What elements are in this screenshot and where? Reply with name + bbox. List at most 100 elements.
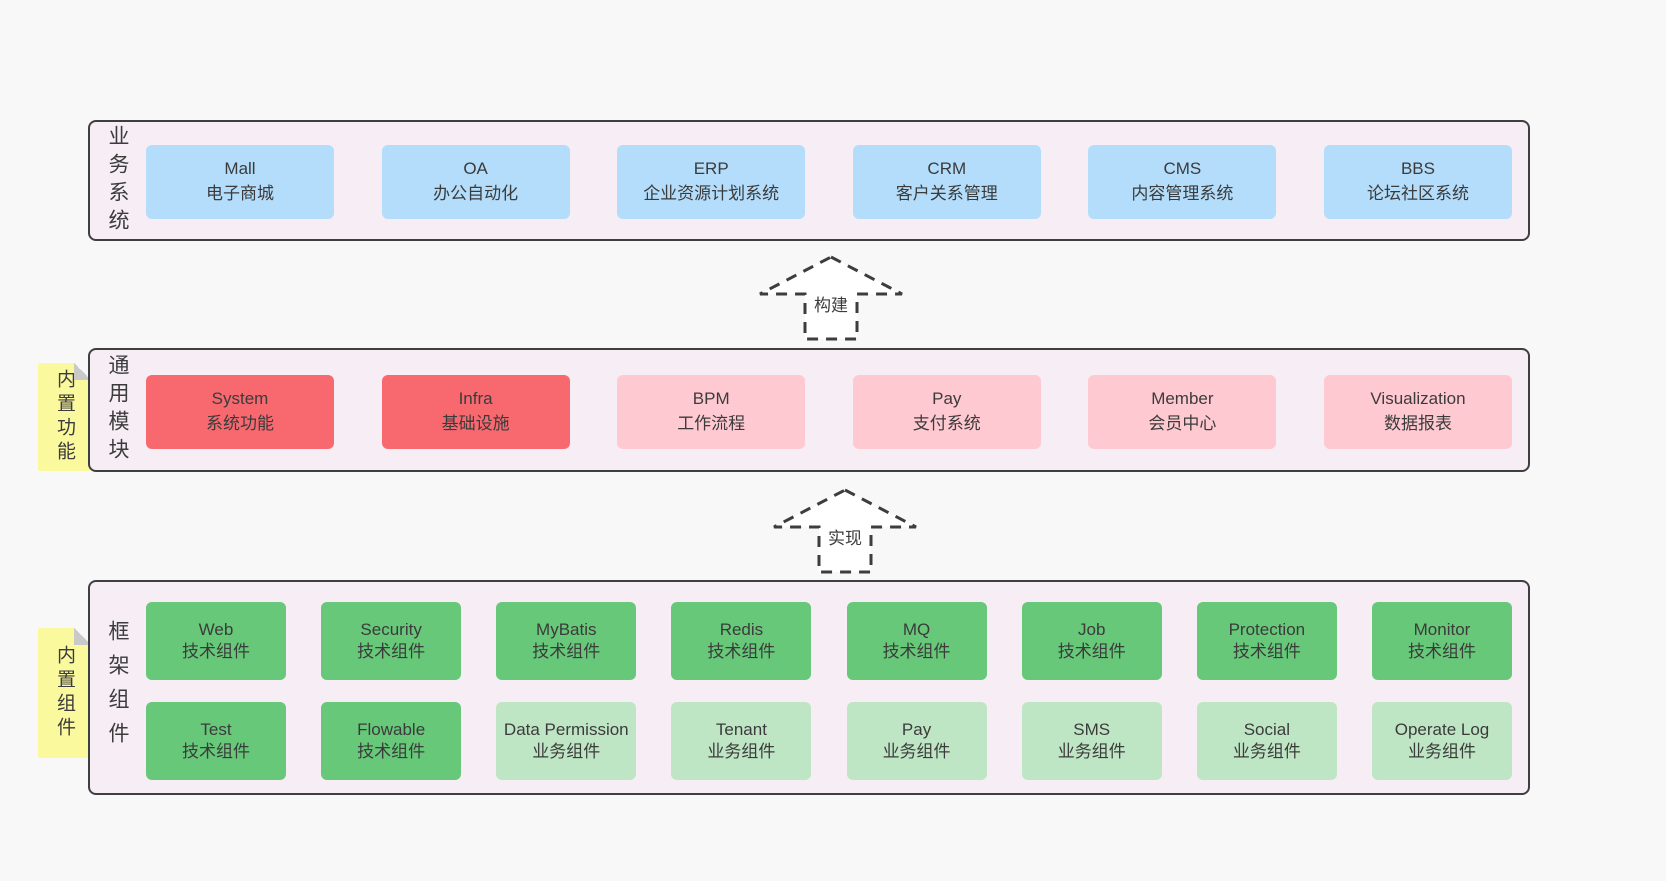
box-name: BPM	[692, 389, 730, 409]
box-desc: 技术组件	[182, 642, 250, 661]
framework-row-2: Test 技术组件 Flowable 技术组件 Data Permission …	[146, 702, 1512, 780]
box-bbs: BBS 论坛社区系统	[1323, 145, 1512, 219]
box-name: Visualization	[1370, 389, 1466, 409]
sticky-tab-label: 内置组件	[54, 645, 75, 741]
box-desc: 电子商城	[206, 184, 274, 203]
box-redis: Redis 技术组件	[671, 602, 812, 680]
implement-arrow: 实现	[773, 488, 917, 574]
box-name: Mall	[224, 159, 256, 179]
box-desc: 技术组件	[1407, 642, 1476, 661]
box-tenant: Tenant 业务组件	[671, 702, 812, 780]
box-desc: 企业资源计划系统	[643, 184, 780, 203]
business-systems-row: Mall 电子商城 OA 办公自动化 ERP 企业资源计划系统 CRM 客户关系…	[146, 145, 1512, 219]
framework-components-section: 框架组件 Web 技术组件 Security 技术组件 MyBatis 技术组件…	[88, 580, 1530, 795]
box-name: Infra	[458, 389, 493, 409]
section-label-framework: 框架组件	[106, 619, 129, 756]
box-pay-module: Pay 支付系统	[852, 375, 1041, 449]
sticky-tab-builtin-components: 内置组件	[38, 628, 91, 758]
box-desc: 技术组件	[882, 642, 951, 661]
box-desc: 业务组件	[882, 742, 951, 761]
build-arrow: 构建	[759, 255, 903, 341]
box-oa: OA 办公自动化	[381, 145, 570, 219]
sticky-tab-label: 内置功能	[54, 369, 75, 465]
up-arrow-shape	[773, 488, 917, 574]
box-name: BBS	[1400, 159, 1435, 179]
box-pay-component: Pay 业务组件	[846, 702, 987, 780]
build-arrow-label: 构建	[814, 296, 848, 315]
box-desc: 论坛社区系统	[1366, 184, 1469, 203]
box-mall: Mall 电子商城	[146, 145, 334, 219]
box-sms: SMS 业务组件	[1021, 702, 1162, 780]
implement-arrow-label: 实现	[828, 529, 862, 548]
box-data-permission: Data Permission 业务组件	[496, 702, 637, 780]
box-name: Pay	[901, 719, 932, 739]
box-desc: 技术组件	[182, 742, 250, 761]
sticky-tab-builtin-features: 内置功能	[38, 363, 91, 471]
box-mybatis: MyBatis 技术组件	[496, 602, 637, 680]
box-desc: 业务组件	[707, 742, 776, 761]
box-name: CRM	[927, 159, 967, 179]
box-name: Protection	[1228, 619, 1306, 639]
box-name: Web	[198, 619, 234, 639]
box-name: Security	[360, 619, 422, 639]
framework-row-1: Web 技术组件 Security 技术组件 MyBatis 技术组件 Redi…	[146, 602, 1512, 680]
box-desc: 办公自动化	[433, 184, 519, 203]
box-cms: CMS 内容管理系统	[1088, 145, 1277, 219]
box-name: CMS	[1163, 159, 1202, 179]
box-desc: 支付系统	[912, 414, 981, 433]
box-web: Web 技术组件	[146, 602, 286, 680]
box-flowable: Flowable 技术组件	[321, 702, 462, 780]
box-desc: 工作流程	[677, 414, 746, 433]
section-label-business: 业务系统	[106, 124, 129, 237]
box-desc: 技术组件	[357, 642, 426, 661]
box-desc: 技术组件	[1232, 642, 1301, 661]
box-desc: 技术组件	[532, 642, 601, 661]
box-name: OA	[463, 159, 488, 179]
box-job: Job 技术组件	[1021, 602, 1162, 680]
up-arrow-shape	[759, 255, 903, 341]
box-infra: Infra 基础设施	[381, 375, 570, 449]
box-desc: 业务组件	[1407, 742, 1476, 761]
box-operate-log: Operate Log 业务组件	[1371, 702, 1512, 780]
box-desc: 业务组件	[532, 742, 601, 761]
box-system: System 系统功能	[146, 375, 334, 449]
box-visualization: Visualization 数据报表	[1323, 375, 1512, 449]
box-name: MQ	[902, 619, 931, 639]
box-name: Flowable	[357, 719, 426, 739]
box-monitor: Monitor 技术组件	[1371, 602, 1512, 680]
box-social: Social 业务组件	[1196, 702, 1337, 780]
box-protection: Protection 技术组件	[1196, 602, 1337, 680]
box-test: Test 技术组件	[146, 702, 286, 780]
business-systems-section: 业务系统 Mall 电子商城 OA 办公自动化 ERP 企业资源计划系统 CRM…	[88, 120, 1530, 241]
box-name: Tenant	[715, 719, 767, 739]
box-desc: 数据报表	[1383, 414, 1452, 433]
box-desc: 客户关系管理	[895, 184, 998, 203]
box-name: System	[211, 389, 269, 409]
box-name: SMS	[1073, 719, 1111, 739]
section-label-modules: 通用模块	[106, 354, 129, 466]
box-desc: 系统功能	[206, 414, 274, 433]
box-security: Security 技术组件	[321, 602, 462, 680]
box-name: Job	[1077, 619, 1106, 639]
box-name: Redis	[719, 619, 764, 639]
box-desc: 技术组件	[357, 742, 426, 761]
box-erp: ERP 企业资源计划系统	[617, 145, 806, 219]
box-bpm: BPM 工作流程	[617, 375, 806, 449]
box-desc: 技术组件	[1057, 642, 1126, 661]
common-modules-row: System 系统功能 Infra 基础设施 BPM 工作流程 Pay 支付系统…	[146, 375, 1512, 449]
box-desc: 业务组件	[1232, 742, 1301, 761]
box-desc: 技术组件	[707, 642, 776, 661]
box-crm: CRM 客户关系管理	[852, 145, 1041, 219]
box-desc: 基础设施	[441, 414, 510, 433]
box-name: Social	[1243, 719, 1290, 739]
box-desc: 会员中心	[1148, 414, 1217, 433]
box-name: ERP	[693, 159, 729, 179]
box-name: Monitor	[1413, 619, 1471, 639]
box-name: MyBatis	[536, 619, 597, 639]
box-name: Data Permission	[503, 719, 629, 739]
box-name: Pay	[932, 389, 962, 409]
box-name: Member	[1151, 389, 1214, 409]
box-name: Operate Log	[1394, 719, 1490, 739]
common-modules-section: 通用模块 System 系统功能 Infra 基础设施 BPM 工作流程 Pay…	[88, 348, 1530, 472]
box-name: Test	[200, 719, 232, 739]
